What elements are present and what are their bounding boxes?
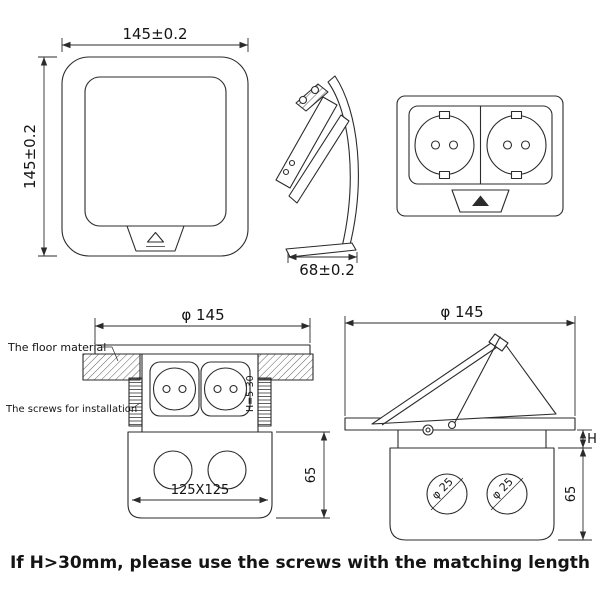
floor-material-left — [82, 353, 141, 381]
pin-hole — [502, 140, 513, 150]
socket-face-left — [152, 367, 197, 411]
top-view — [396, 95, 564, 217]
top-latch-triangle-icon — [472, 195, 489, 206]
pin-hole — [162, 384, 171, 394]
socket-body-section — [141, 353, 259, 433]
installation-screw-right — [257, 377, 272, 427]
hinge-pivot-center — [425, 427, 431, 433]
open-section-view: φ 145 φ 25 φ 25 H 65 — [344, 303, 597, 541]
base-dimension: 125X125 — [171, 483, 230, 498]
side-hinge-pin — [310, 85, 320, 95]
side-depth-dimension: 68±0.2 — [299, 261, 355, 279]
socket-face-right — [203, 367, 248, 411]
hinge-pin — [447, 420, 457, 430]
hinge-pivot — [422, 424, 434, 436]
knockout-hole-right — [486, 473, 528, 515]
pin-hole — [448, 140, 459, 150]
pin-hole — [520, 140, 531, 150]
front-latch-triangle-icon — [146, 231, 165, 243]
open-diameter-dimension: φ 145 — [440, 303, 483, 321]
front-width-dimension: 145±0.2 — [122, 25, 187, 43]
hole-diameter-line — [490, 477, 524, 511]
socket-recess-right — [200, 361, 251, 417]
h-dimension: H — [587, 432, 597, 447]
earth-clip — [510, 110, 523, 120]
front-height-dimension: 145±0.2 — [21, 124, 39, 189]
front-view: 145±0.2 145±0.2 — [21, 25, 249, 257]
lid-latch-tip — [488, 333, 509, 352]
pin-hole — [430, 140, 441, 150]
floor-material-label: The floor material — [7, 341, 106, 354]
earth-clip — [510, 170, 523, 180]
install-depth-dimension: 65 — [304, 467, 319, 484]
earth-clip — [438, 170, 451, 180]
socket-recess-left — [149, 361, 200, 417]
hole-diameter-line — [430, 477, 464, 511]
side-hinge-pin — [298, 95, 308, 105]
open-body-section — [389, 447, 555, 541]
knockout-hole-left — [426, 473, 468, 515]
side-view: 68±0.2 — [275, 75, 359, 279]
lid-support-arm — [451, 336, 501, 429]
caption-note: If H>30mm, please use the screws with th… — [10, 553, 590, 573]
lid-inner-edge — [381, 342, 504, 426]
side-body-slab-rear — [288, 114, 350, 204]
install-section-view: φ 145 H=5-30 125X125 65 The floor materi… — [5, 306, 330, 519]
h-range-dimension: H=5-30 — [245, 375, 256, 412]
front-outer-frame — [61, 56, 249, 257]
open-depth-dimension: 65 — [564, 486, 579, 503]
cable-entry-hole-right — [207, 450, 247, 490]
open-lid — [371, 336, 557, 425]
earth-clip — [438, 110, 451, 120]
screws-label-leader — [132, 402, 141, 409]
floor-material-right — [257, 353, 314, 381]
mounting-box-section — [127, 431, 273, 519]
side-base-frame — [285, 242, 357, 258]
pin-hole — [229, 384, 238, 394]
installation-screw-left — [128, 377, 143, 427]
cover-plate-section — [94, 344, 311, 355]
front-latch — [126, 225, 185, 252]
pin-hole — [178, 384, 187, 394]
floor-label-leader — [102, 346, 119, 362]
side-screw-head — [282, 168, 290, 176]
side-screw-head — [288, 159, 296, 167]
side-latch-hatched — [295, 83, 329, 112]
cable-entry-hole-left — [153, 450, 193, 490]
pin-hole — [213, 384, 222, 394]
install-diameter-dimension: φ 145 — [181, 306, 224, 324]
installation-screws-label: The screws for installation — [5, 404, 137, 415]
